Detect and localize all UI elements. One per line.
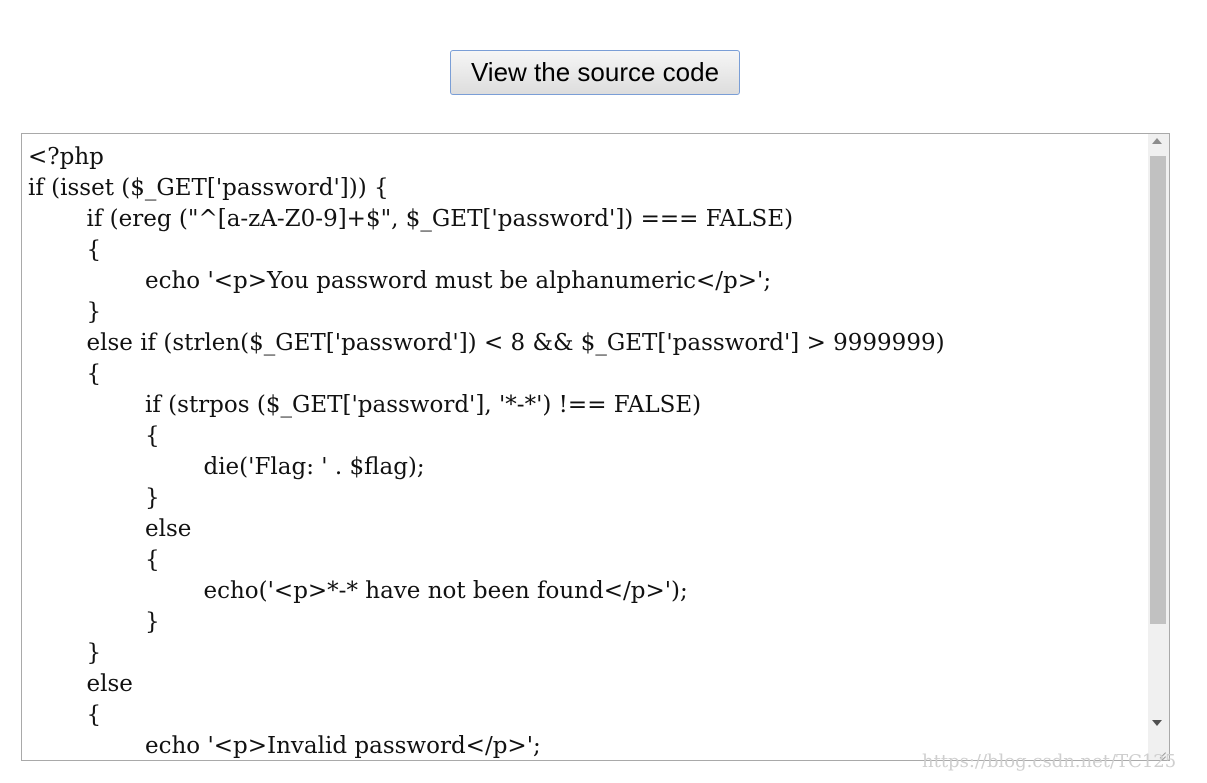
code-line: else (28, 671, 133, 697)
source-code-textarea[interactable]: <?php if (isset ($_GET['password'])) { if… (21, 133, 1170, 761)
view-source-button[interactable]: View the source code (450, 50, 740, 95)
code-line: } (28, 609, 160, 635)
watermark: https://blog.csdn.net/TC125 (922, 751, 1177, 772)
code-line: else (28, 516, 192, 542)
scroll-up-arrow-icon[interactable] (1152, 138, 1162, 144)
code-line: else if (strlen($_GET['password']) < 8 &… (28, 330, 945, 356)
code-line: <?php (28, 144, 104, 170)
code-line: } (28, 485, 160, 511)
code-line: { (28, 361, 102, 387)
scrollbar-thumb[interactable] (1150, 156, 1166, 624)
resize-grip-icon[interactable] (1148, 739, 1169, 760)
code-line: echo('<p>*-* have not been found</p>'); (28, 578, 688, 604)
code-line: if (strpos ($_GET['password'], '*-*') !=… (28, 392, 702, 418)
code-line: { (28, 423, 160, 449)
code-line: if (isset ($_GET['password'])) { (28, 175, 389, 201)
source-code-text: <?php if (isset ($_GET['password'])) { if… (28, 142, 945, 760)
code-line: } (28, 299, 102, 325)
code-line: die('Flag: ' . $flag); (28, 454, 425, 480)
code-line: { (28, 547, 160, 573)
scroll-down-arrow-icon[interactable] (1152, 720, 1162, 726)
code-line: { (28, 237, 102, 263)
code-line: echo '<p>You password must be alphanumer… (28, 268, 772, 294)
code-line: } (28, 640, 102, 666)
code-line: if (ereg ("^[a-zA-Z0-9]+$", $_GET['passw… (28, 206, 794, 232)
code-line: { (28, 702, 102, 728)
code-line: echo '<p>Invalid password</p>'; (28, 733, 541, 759)
vertical-scrollbar[interactable] (1148, 134, 1169, 760)
